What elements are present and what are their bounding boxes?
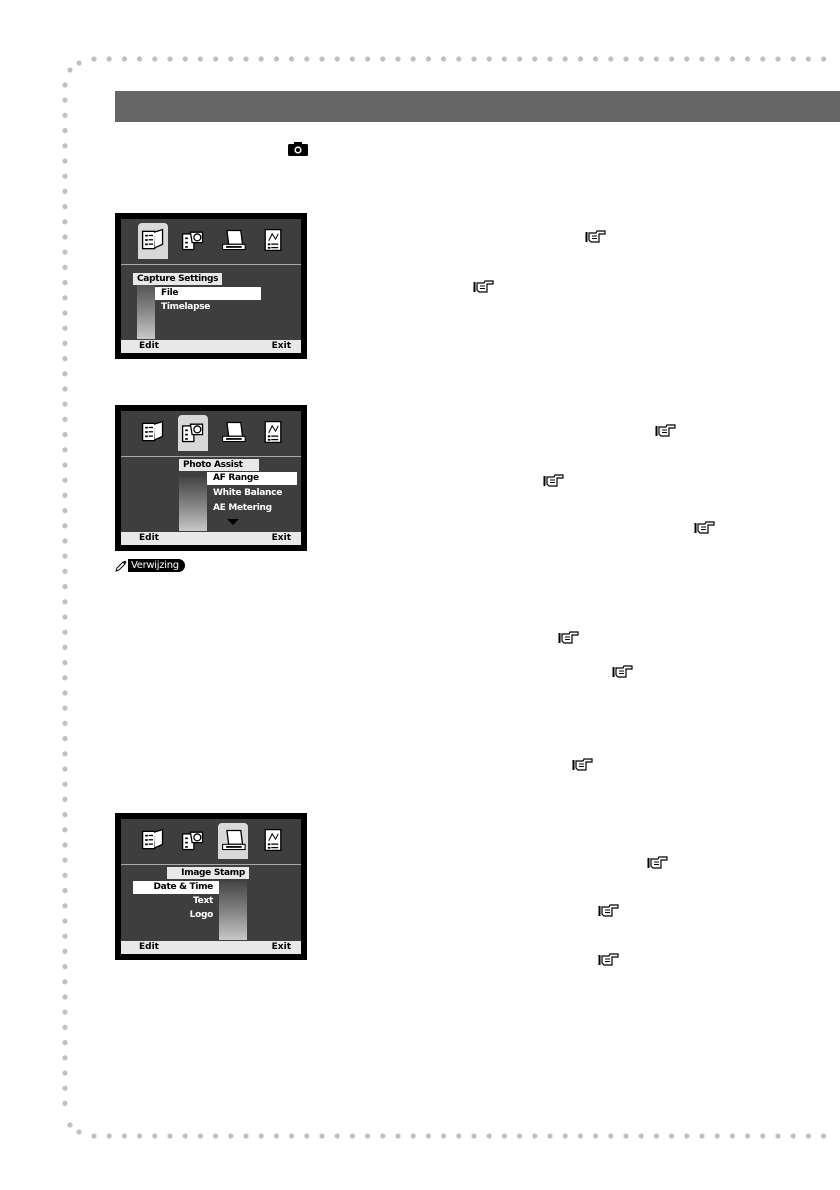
section-header-bar <box>115 91 840 122</box>
note-label: Verwijzing <box>128 559 185 572</box>
lcd-display: Capture Settings File Timelapse Edit Exi… <box>121 219 301 353</box>
glyph-capture-icon <box>141 228 164 250</box>
menu-title: Photo Assist <box>179 459 259 471</box>
glyph-setup-icon <box>264 228 282 252</box>
glyph-image-stamp-icon <box>222 229 246 251</box>
glyph-image-stamp-icon <box>222 421 246 443</box>
pointing-hand-icon <box>598 953 619 966</box>
exit-softkey[interactable]: Exit <box>271 533 291 543</box>
glyph-capture-icon <box>141 828 164 850</box>
note-badge: Verwijzing <box>115 558 185 573</box>
tab-setup-icon[interactable] <box>258 415 288 451</box>
pointing-hand-icon <box>694 521 715 534</box>
pointing-hand-icon <box>647 856 668 869</box>
glyph-photo-assist-icon <box>181 831 204 851</box>
tab-separator <box>121 264 301 265</box>
lcd-display: Photo Assist AF Range White Balance AE M… <box>121 411 301 545</box>
softkey-bar: Edit Exit <box>121 941 301 954</box>
glyph-setup-icon <box>264 420 282 444</box>
glyph-photo-assist-icon <box>181 231 204 251</box>
camera-icon <box>288 142 308 156</box>
pointing-hand-icon <box>585 230 606 243</box>
tab-photo-assist-icon[interactable] <box>178 223 208 259</box>
tab-image-stamp-icon[interactable] <box>218 415 248 451</box>
camera-screen-image-stamp: Image Stamp Date & Time Text Logo Edit E… <box>115 813 307 960</box>
menu-item-logo[interactable]: Logo <box>189 910 214 920</box>
camera-screen-capture-settings: Capture Settings File Timelapse Edit Exi… <box>115 213 307 359</box>
glyph-image-stamp-icon <box>222 829 246 851</box>
tab-image-stamp-icon[interactable] <box>218 823 248 859</box>
menu-item-date-time[interactable]: Date & Time <box>133 881 219 894</box>
tab-photo-assist-icon[interactable] <box>178 823 208 859</box>
scroll-down-arrow-icon[interactable] <box>227 519 239 525</box>
menu-item-af-range[interactable]: AF Range <box>207 472 297 485</box>
tab-capture-icon[interactable] <box>138 223 168 259</box>
menu-item-text[interactable]: Text <box>193 896 213 906</box>
pointing-hand-icon <box>572 758 593 771</box>
edit-softkey[interactable]: Edit <box>139 341 159 351</box>
pointing-hand-icon <box>612 665 633 678</box>
camera-screen-photo-assist: Photo Assist AF Range White Balance AE M… <box>115 405 307 551</box>
menu-item-timelapse[interactable]: Timelapse <box>161 302 211 312</box>
tab-separator <box>121 456 301 457</box>
pointing-hand-icon <box>598 904 619 917</box>
glyph-photo-assist-icon <box>181 423 204 443</box>
edit-softkey[interactable]: Edit <box>139 942 159 952</box>
menu-tabs <box>121 415 301 455</box>
tab-separator <box>121 864 301 865</box>
exit-softkey[interactable]: Exit <box>271 942 291 952</box>
tab-setup-icon[interactable] <box>258 223 288 259</box>
tab-capture-icon[interactable] <box>138 823 168 859</box>
pointing-hand-icon <box>473 280 494 293</box>
tab-capture-icon[interactable] <box>138 415 168 451</box>
glyph-setup-icon <box>264 828 282 852</box>
pointing-hand-icon <box>543 474 564 487</box>
exit-softkey[interactable]: Exit <box>271 341 291 351</box>
menu-item-file[interactable]: File <box>155 287 261 300</box>
menu-title: Capture Settings <box>133 273 223 285</box>
pencil-icon <box>115 560 127 572</box>
tab-photo-assist-icon[interactable] <box>178 415 208 451</box>
edit-softkey[interactable]: Edit <box>139 533 159 543</box>
lcd-display: Image Stamp Date & Time Text Logo Edit E… <box>121 819 301 954</box>
menu-item-ae-metering[interactable]: AE Metering <box>213 503 272 513</box>
tab-setup-icon[interactable] <box>258 823 288 859</box>
softkey-bar: Edit Exit <box>121 532 301 545</box>
menu-tabs <box>121 823 301 863</box>
tab-image-stamp-icon[interactable] <box>218 223 248 259</box>
menu-column-gradient <box>137 277 155 339</box>
menu-column-gradient <box>179 477 207 531</box>
softkey-bar: Edit Exit <box>121 340 301 353</box>
menu-tabs <box>121 223 301 263</box>
glyph-capture-icon <box>141 420 164 442</box>
menu-title: Image Stamp <box>167 867 249 879</box>
pointing-hand-icon <box>558 631 579 644</box>
pointing-hand-icon <box>655 424 676 437</box>
menu-column-gradient <box>219 881 247 940</box>
menu-item-white-balance[interactable]: White Balance <box>213 488 282 498</box>
